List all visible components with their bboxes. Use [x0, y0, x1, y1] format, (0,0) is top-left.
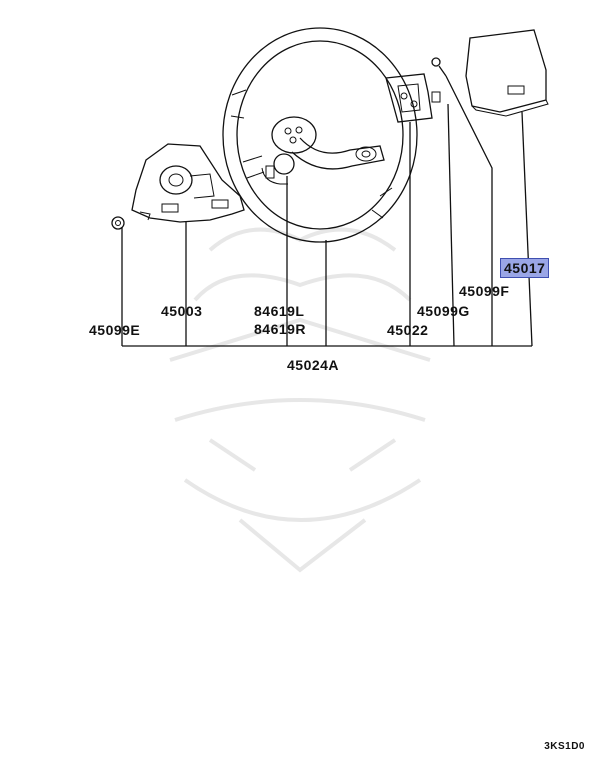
part-label-45099f[interactable]: 45099F	[459, 283, 510, 299]
part-label-45003[interactable]: 45003	[161, 303, 203, 319]
screw-45099f	[431, 57, 447, 77]
part-label-45022[interactable]: 45022	[387, 322, 429, 338]
diagram-code: 3KS1D0	[544, 741, 585, 752]
part-label-84619l[interactable]: 84619L	[254, 303, 305, 319]
part-label-84619r[interactable]: 84619R	[254, 321, 307, 337]
pad-45017	[465, 29, 549, 117]
part-label-45099e[interactable]: 45099E	[89, 322, 141, 338]
watermark-emblem	[169, 227, 431, 573]
part-label-45024a[interactable]: 45024A	[287, 357, 340, 373]
part-label-45017[interactable]: 45017	[500, 258, 550, 278]
leader-lines	[121, 75, 533, 347]
part-label-45099g[interactable]: 45099G	[417, 303, 470, 319]
column-cover	[131, 143, 245, 223]
screw-45099e	[111, 216, 125, 230]
bracket-45022	[385, 73, 441, 123]
steering-wheel	[222, 27, 418, 243]
